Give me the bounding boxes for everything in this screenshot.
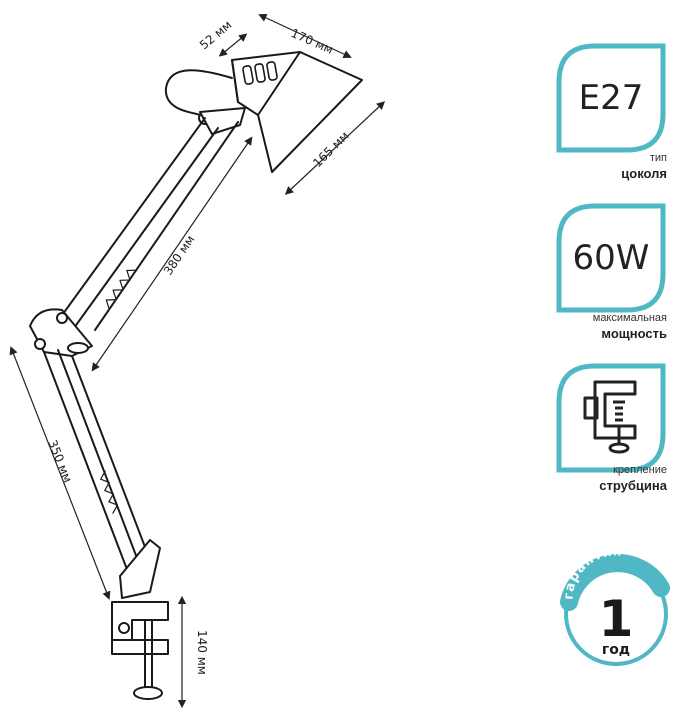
feature-badge-socket: E27 (555, 42, 667, 154)
warranty-years: 1 (599, 590, 634, 648)
feature-caption-socket: тип цоколя (621, 150, 667, 182)
badge-frame (556, 363, 666, 473)
warranty-badge: гарантия 1 год (560, 548, 670, 666)
dim-upper-arm-label: 380 мм (161, 233, 198, 278)
feature-caption-mount: крепление струбцина (599, 462, 667, 494)
badge-frame (556, 203, 666, 313)
power-cable (164, 69, 233, 117)
feature-value: 60W (572, 238, 650, 278)
lamp-shade (231, 51, 363, 173)
table-clamp (111, 601, 169, 700)
caption-small: крепление (613, 464, 667, 476)
feature-caption-power: максимальная мощность (593, 310, 667, 342)
clamp-icon (583, 380, 637, 454)
caption-big: цоколя (621, 166, 667, 181)
dim-clamp-label: 140 мм (195, 630, 209, 675)
caption-small: тип (649, 152, 667, 164)
caption-big: мощность (601, 326, 667, 341)
caption-big: струбцина (599, 478, 667, 493)
base-joint (119, 539, 161, 599)
upper-arm (59, 117, 239, 331)
feature-badge-mount (555, 362, 667, 474)
lamp-diagram: 170 мм 52 мм 165 мм 380 мм 350 мм 140 мм (9, 13, 386, 709)
caption-small: максимальная (592, 312, 667, 324)
dim-lower-arm-label: 350 мм (45, 438, 75, 485)
feature-badge-power: 60W (555, 202, 667, 314)
dim-shade-label: 165 мм (310, 129, 352, 171)
warranty-unit: год (602, 642, 630, 658)
warranty-ribbon (560, 554, 670, 611)
dim-head-label: 52 мм (197, 18, 234, 53)
badge-frame (556, 43, 666, 153)
feature-value: E27 (578, 78, 644, 118)
